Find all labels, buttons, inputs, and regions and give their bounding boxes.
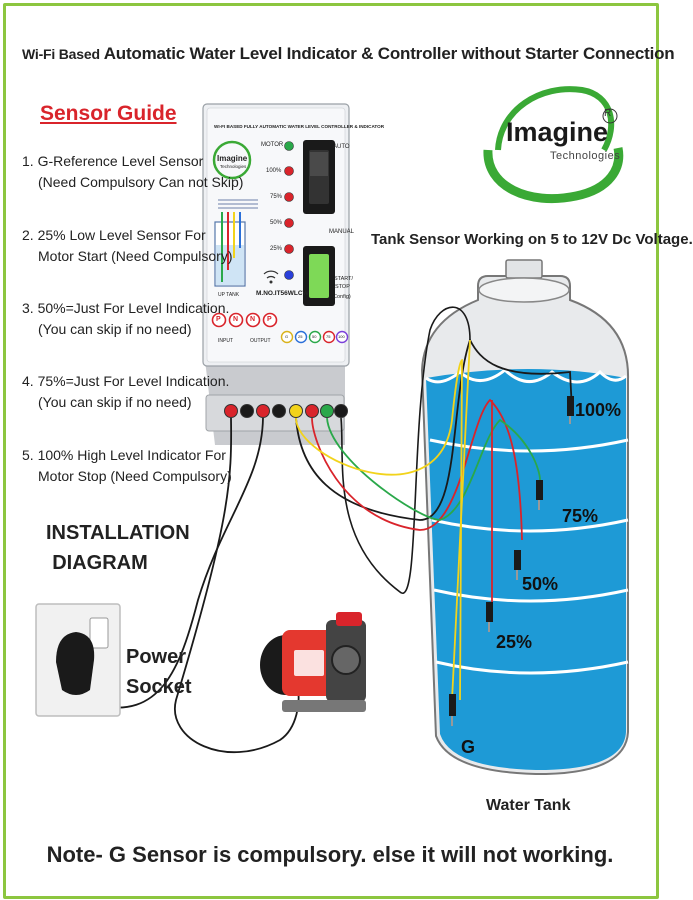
- manual-label: MANUAL: [329, 229, 355, 235]
- guide-item-line1: 1. G-Reference Level Sensor: [22, 153, 204, 169]
- title-main: Automatic Water Level Indicator & Contro…: [103, 44, 675, 63]
- guide-item-2: 2. 25% Low Level Sensor For Motor Start …: [22, 225, 233, 267]
- level-label-50: 50%: [522, 574, 559, 594]
- tank-voltage-note: Tank Sensor Working on 5 to 12V Dc Volta…: [371, 231, 693, 248]
- power-socket-graphic: [35, 603, 121, 717]
- logo-name: Imagine: [506, 117, 609, 147]
- output-label: OUTPUT: [250, 338, 271, 344]
- power-socket-label: Power Socket: [126, 642, 192, 702]
- infographic-canvas: Wi-Fi Based Automatic Water Level Indica…: [3, 3, 693, 899]
- registered-mark: R: [604, 108, 612, 119]
- model-number: M.NO.IT56WLCW: [256, 290, 309, 297]
- guide-item-line1: 2. 25% Low Level Sensor For: [22, 227, 206, 243]
- level-label-25: 25%: [496, 632, 533, 652]
- title-prefix: Wi-Fi Based: [22, 46, 100, 62]
- socket-line1: Power: [126, 646, 187, 668]
- terminal-p1: P: [216, 316, 221, 323]
- water-pump-graphic: [260, 612, 366, 712]
- guide-item-line1: 5. 100% High Level Indicator For: [22, 447, 226, 463]
- socket-line2: Socket: [126, 676, 192, 698]
- level-label-g: G: [461, 737, 476, 757]
- installation-diagram-label: INSTALLATION DIAGRAM: [46, 518, 190, 578]
- led-label-100: 100%: [266, 168, 282, 174]
- sensor-probes: [449, 396, 574, 726]
- sensor-terminal-50: 50: [312, 334, 317, 339]
- start-stop-l1: START/: [334, 276, 354, 282]
- imagine-logo-mark: [483, 86, 624, 204]
- installation-line1: INSTALLATION: [46, 522, 190, 544]
- guide-item-5: 5. 100% High Level Indicator For Motor S…: [22, 445, 232, 487]
- logo-subtitle: Technologies: [550, 150, 621, 162]
- terminal-p2: P: [267, 316, 272, 323]
- controller-header: WI-FI BASED FULLY AUTOMATIC WATER LEVEL …: [214, 124, 385, 129]
- up-tank-label: UP TANK: [218, 292, 240, 298]
- page-title: Wi-Fi Based Automatic Water Level Indica…: [22, 44, 675, 64]
- guide-item-4: 4. 75%=Just For Level Indication. (You c…: [22, 371, 229, 413]
- sensor-terminal-25: 25: [298, 334, 303, 339]
- sensor-terminal-100: 100: [338, 334, 345, 339]
- input-label: INPUT: [218, 338, 233, 344]
- sensor-terminal-g: G: [285, 334, 289, 339]
- level-label-100: 100%: [575, 400, 622, 420]
- controller-brand-sub: Technologies: [220, 164, 247, 169]
- installation-diagram-graphic: [35, 86, 630, 776]
- led-label-motor: MOTOR: [261, 142, 284, 148]
- guide-item-line2: (You can skip if no need): [38, 394, 192, 410]
- water-tank-label: Water Tank: [486, 797, 571, 814]
- led-label-50: 50%: [270, 220, 283, 226]
- terminal-n2: N: [250, 316, 256, 323]
- compulsory-note: Note- G Sensor is compulsory. else it wi…: [46, 842, 614, 867]
- installation-line2: DIAGRAM: [52, 552, 148, 574]
- terminal-n1: N: [233, 316, 239, 323]
- green-border-frame: [3, 3, 659, 899]
- start-stop-l2: STOP: [335, 284, 350, 290]
- controller-unit: [202, 103, 350, 445]
- sensor-terminal-75: 75: [326, 334, 331, 339]
- led-label-25: 25%: [270, 246, 283, 252]
- controller-brand: Imagine: [217, 154, 248, 163]
- guide-item-line2: Motor Stop (Need Compulsory): [38, 468, 232, 484]
- sensor-guide-heading: Sensor Guide: [40, 102, 177, 125]
- guide-item-3: 3. 50%=Just For Level Indication. (You c…: [22, 298, 229, 340]
- start-stop-l3: Config): [333, 294, 351, 300]
- led-label-75: 75%: [270, 194, 283, 200]
- guide-item-line2: Motor Start (Need Compulsory): [38, 248, 233, 264]
- guide-item-1: 1. G-Reference Level Sensor (Need Compul…: [22, 151, 243, 193]
- guide-item-line2: (Need Compulsory Can not Skip): [38, 174, 244, 190]
- auto-label: AUTO: [333, 144, 350, 150]
- level-label-75: 75%: [562, 506, 599, 526]
- guide-item-line1: 4. 75%=Just For Level Indication.: [22, 373, 230, 389]
- guide-item-line2: (You can skip if no need): [38, 321, 192, 337]
- guide-item-line1: 3. 50%=Just For Level Indication.: [22, 300, 230, 316]
